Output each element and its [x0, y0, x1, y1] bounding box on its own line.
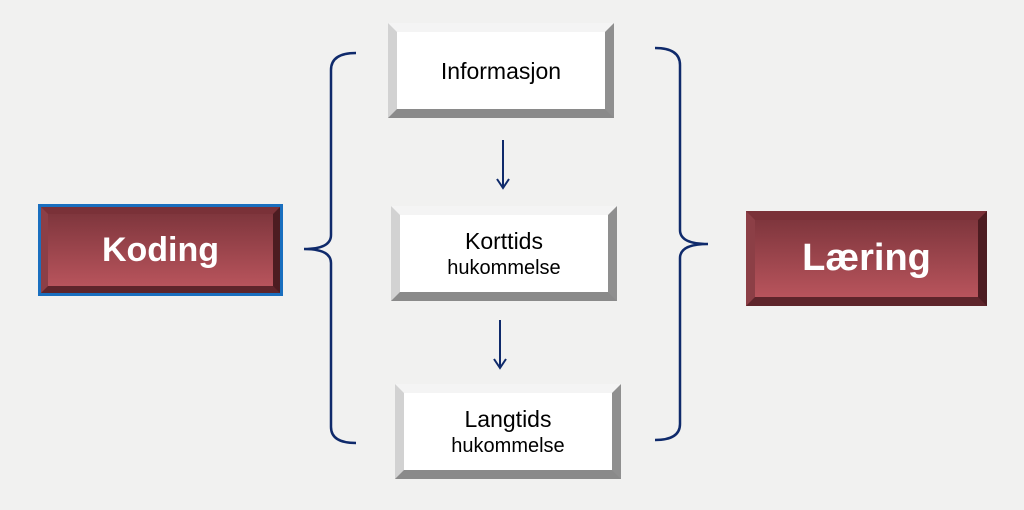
laering-label: Læring — [802, 237, 931, 279]
informasjon-label: Informasjon — [440, 57, 562, 84]
koding-label: Koding — [101, 230, 220, 269]
langtids-label: Langtids — [464, 405, 552, 432]
korttids-label: Korttids — [465, 227, 543, 254]
langtids-box: Langtids hukommelse — [395, 384, 621, 479]
korttids-sublabel: hukommelse — [447, 256, 561, 279]
arrow-down-icon — [496, 140, 510, 190]
left-brace — [303, 51, 357, 445]
korttids-box: Korttids hukommelse — [391, 206, 617, 301]
right-brace — [654, 46, 709, 442]
informasjon-box: Informasjon — [388, 23, 614, 118]
koding-box: Koding — [38, 204, 283, 296]
langtids-sublabel: hukommelse — [451, 434, 565, 457]
laering-box: Læring — [746, 211, 987, 306]
arrow-down-icon — [493, 320, 507, 370]
